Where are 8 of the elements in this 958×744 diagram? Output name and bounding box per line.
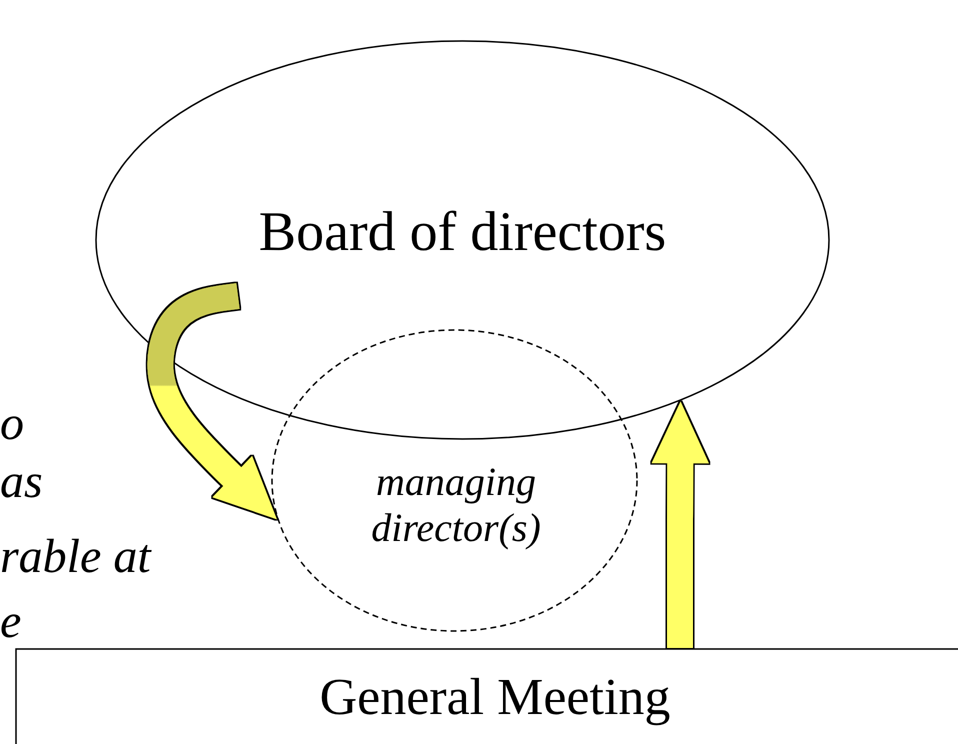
text-fragment: rable at	[0, 533, 151, 581]
block-arrow	[652, 402, 709, 648]
node-label: managing director(s)	[370, 459, 542, 551]
node-label: General Meeting	[318, 668, 672, 728]
node-label: Board of directors	[258, 200, 668, 264]
text-fragment: as	[0, 458, 43, 506]
text-fragment: o	[0, 400, 24, 448]
text-fragment: e	[0, 598, 22, 646]
